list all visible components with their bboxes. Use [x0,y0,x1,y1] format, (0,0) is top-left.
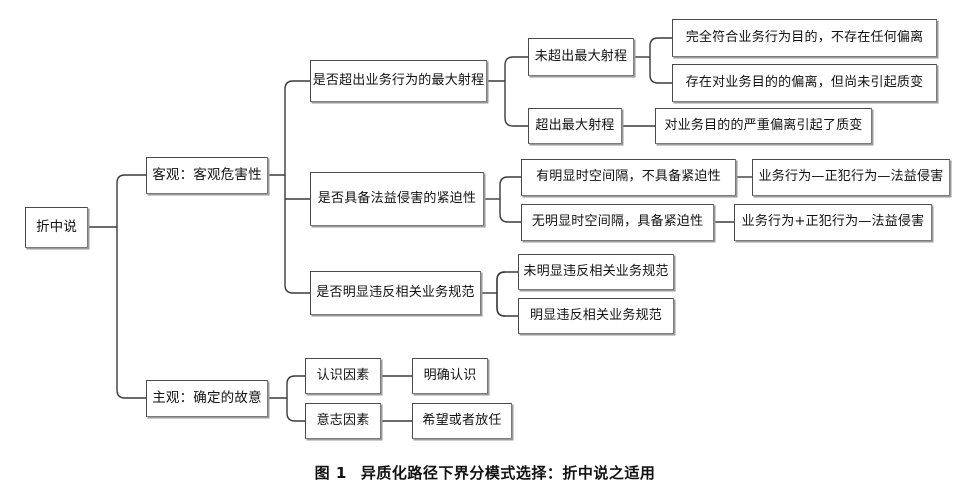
node-urgency-no[interactable]: 有明显时空间隔，不具备紧迫性 [521,159,736,196]
node-root[interactable]: 折中说 [25,207,88,248]
figure-caption: 图 1 异质化路径下界分模式选择：折中说之适用 [0,462,970,483]
node-norms-no[interactable]: 未明显违反相关业务规范 [518,254,674,290]
node-urgency-no-result[interactable]: 业务行为—正犯行为—法益侵害 [752,159,950,196]
node-cognitive-result[interactable]: 明确认识 [412,358,488,394]
node-range-beyond-a[interactable]: 对业务目的的严重偏离引起了质变 [655,108,872,144]
node-range-within-b[interactable]: 存在对业务目的的偏离，但尚未引起质变 [672,64,937,102]
node-range-within-a[interactable]: 完全符合业务行为目的，不存在任何偏离 [672,19,937,57]
edge-spine-main [116,174,146,399]
node-objective[interactable]: 客观：客观危害性 [146,157,268,194]
edge-spine-norms [496,271,506,317]
node-norms-yes[interactable]: 明显违反相关业务规范 [518,298,674,334]
node-volitional-factor[interactable]: 意志因素 [305,403,381,439]
node-criterion-norms[interactable]: 是否明显违反相关业务规范 [310,271,481,315]
node-criterion-urgency[interactable]: 是否具备法益侵害的紧迫性 [310,172,484,226]
figure-caption-text: 异质化路径下界分模式选择：折中说之适用 [360,464,656,482]
edge-norms-branch [496,271,518,317]
figure-caption-number: 图 1 [314,464,347,482]
node-criterion-range[interactable]: 是否超出业务行为的最大射程 [310,60,487,102]
node-range-within[interactable]: 未超出最大射程 [528,38,634,76]
node-range-beyond[interactable]: 超出最大射程 [528,108,622,144]
edge-spine-within [649,37,672,84]
edge-spine-subjective [286,375,305,422]
node-subjective[interactable]: 主观：确定的故意 [146,380,268,417]
node-urgency-yes[interactable]: 无明显时空间隔，具备紧迫性 [521,204,714,241]
edge-spine-urgency [499,176,521,223]
node-cognitive-factor[interactable]: 认识因素 [305,358,381,394]
node-urgency-yes-result[interactable]: 业务行为+正犯行为—法益侵害 [734,204,932,241]
edge-spine-objective [284,80,310,294]
edge-spine-range [504,56,528,127]
node-volitional-result[interactable]: 希望或者放任 [412,403,512,439]
